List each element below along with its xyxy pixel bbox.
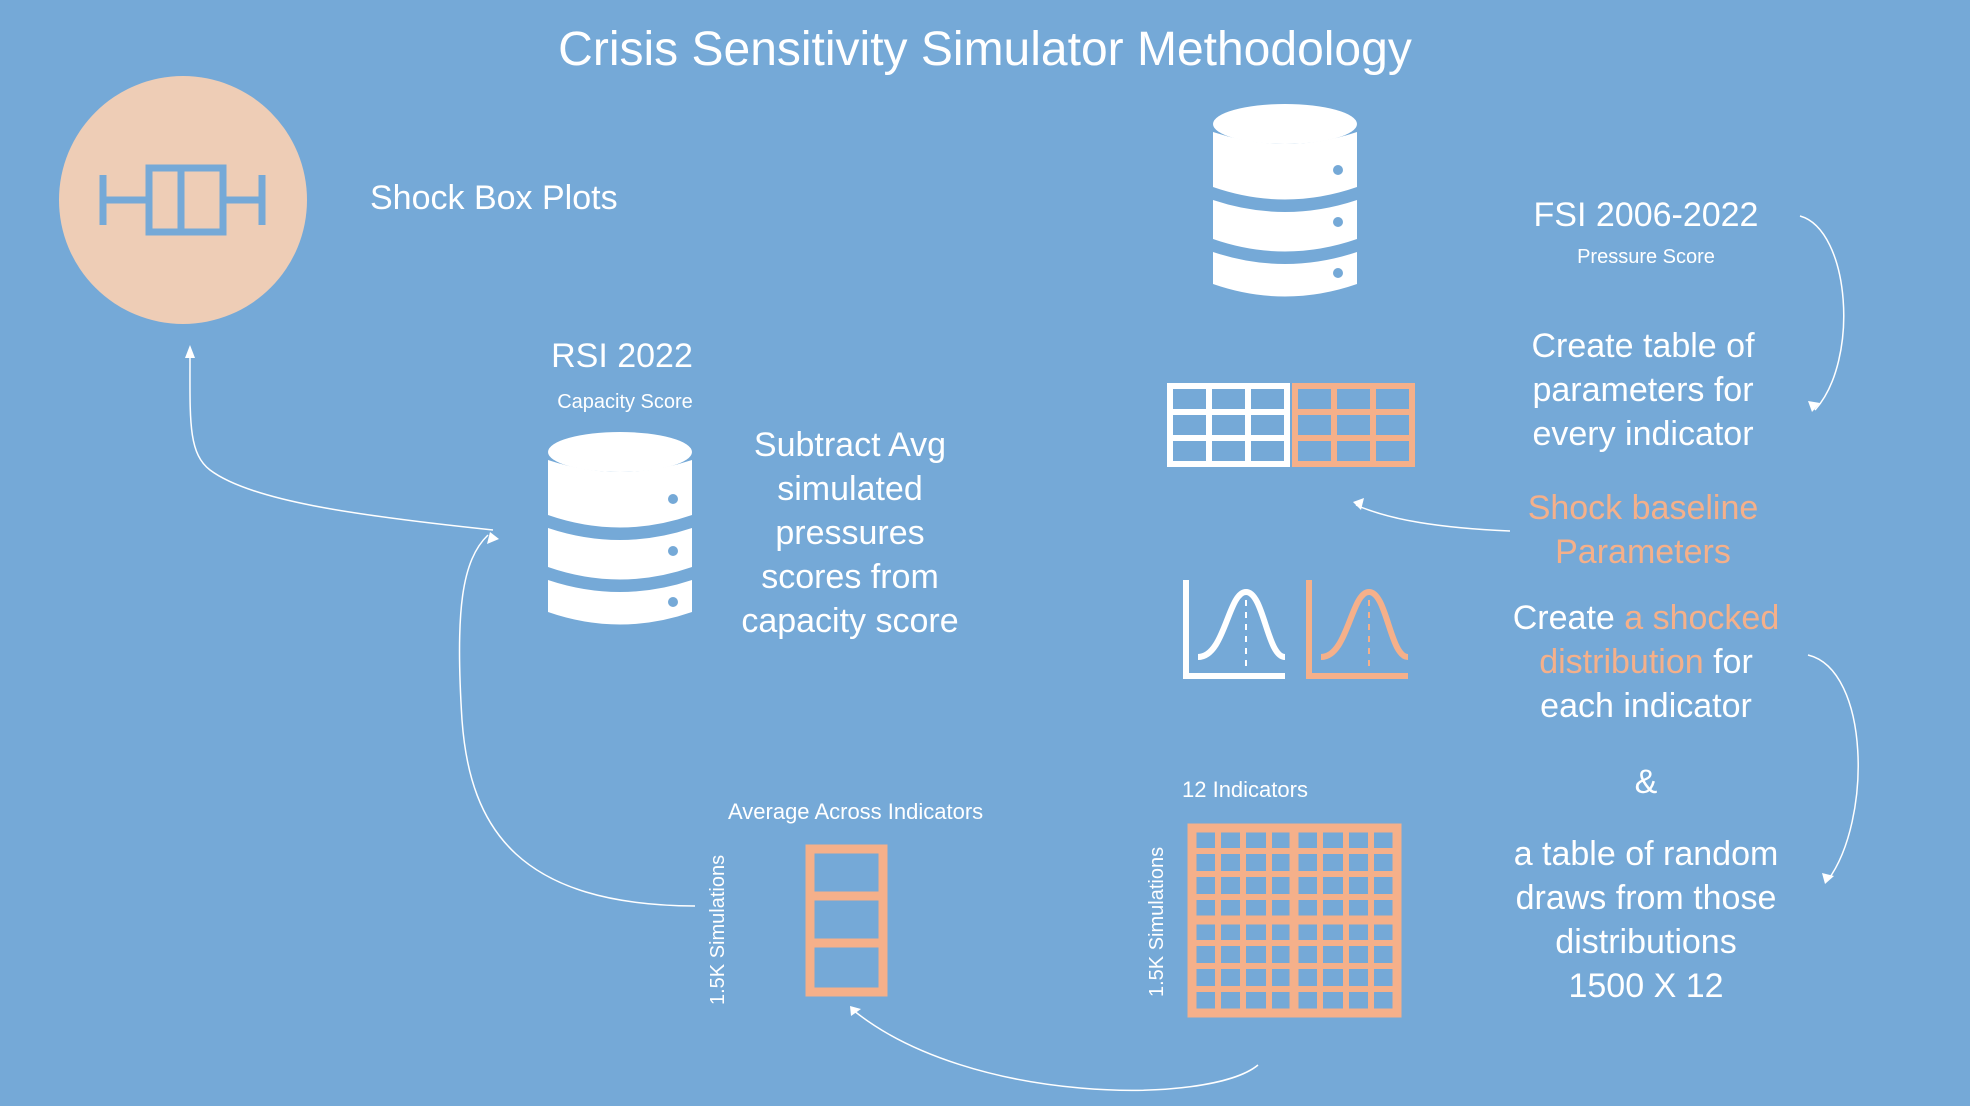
fsi-title: FSI 2006-2022: [1533, 196, 1759, 234]
shock-box-plots-label: Shock Box Plots: [370, 179, 618, 217]
database-icon-rsi: [548, 432, 692, 625]
box-plot-icon: [59, 76, 307, 324]
indicators-label: 12 Indicators: [1182, 777, 1308, 802]
arrow-table-to-average: [852, 1009, 1259, 1091]
fsi-subtitle: Pressure Score: [1577, 246, 1715, 268]
arrow-fsi-to-table: [1799, 215, 1845, 411]
average-column-icon: [805, 844, 888, 997]
table-icon-orange: [1292, 383, 1415, 467]
simulations-label-average: 1.5K Simulations: [707, 854, 729, 1005]
subtract-text: Subtract Avg simulated pressures scores …: [741, 426, 959, 640]
rsi-title: RSI 2022: [551, 337, 693, 375]
database-icon-fsi: [1213, 104, 1357, 297]
rsi-subtitle: Capacity Score: [557, 391, 693, 413]
ampersand: &: [1634, 763, 1658, 801]
simulations-label-table: 1.5K Simulations: [1146, 846, 1168, 997]
arrow-dist-to-draws: [1807, 654, 1859, 881]
create-table-text: Create table of parameters for every ind…: [1531, 327, 1755, 453]
random-draws-text: a table of random draws from those distr…: [1513, 835, 1779, 1005]
average-label: Average Across Indicators: [728, 799, 984, 824]
arrow-average-to-rsi: [458, 534, 696, 907]
table-icon-white: [1167, 383, 1290, 467]
create-distribution-text: Create a shocked distribution for each i…: [1512, 599, 1780, 725]
bell-curve-icon-white: [1183, 580, 1286, 679]
page-title: Crisis Sensitivity Simulator Methodology: [558, 23, 1412, 76]
arrow-shock-to-table: [1355, 504, 1511, 532]
shock-baseline-text: Shock baseline Parameters: [1527, 489, 1759, 571]
bell-curve-icon-orange: [1306, 580, 1409, 679]
arrow-rsi-to-boxplots: [189, 354, 494, 531]
simulation-table-icon: [1187, 823, 1402, 1018]
